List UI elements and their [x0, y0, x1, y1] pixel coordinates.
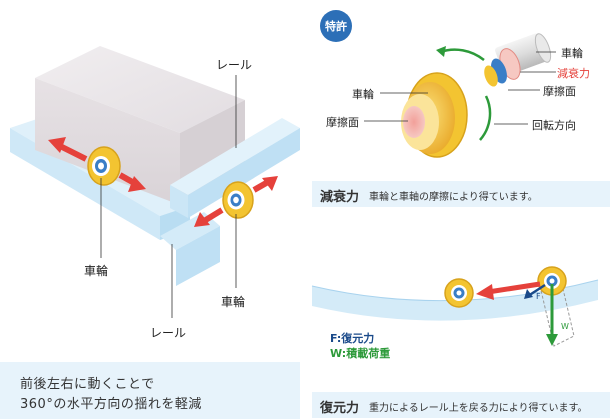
left-leader-lines	[100, 75, 237, 318]
legend-restoring-force: F:復元力	[330, 332, 375, 345]
rail-top-label: レール	[216, 58, 253, 72]
resting-wheel	[444, 278, 474, 308]
force-w-mark: W	[561, 322, 569, 331]
rail-front	[160, 118, 300, 286]
callout-rotation: 回転方向	[532, 119, 576, 132]
restoring-caption: 復元力 重力によるレール上を戻る力により得ています。	[312, 392, 610, 418]
friction-label: 摩擦面	[326, 116, 359, 129]
callout-friction: 摩擦面	[543, 85, 576, 98]
load-force-arrow	[546, 284, 558, 346]
top-right-leader-lines	[364, 51, 556, 125]
rail-bottom-label: レール	[150, 326, 187, 340]
large-wheel	[401, 72, 468, 158]
patent-badge: 特許	[320, 10, 352, 42]
rotation-arrows	[436, 46, 492, 141]
left-caption-line1: 前後左右に動くことで	[20, 377, 155, 392]
wheel-left-label: 車輪	[84, 264, 109, 278]
legend-load: W:積載荷重	[330, 347, 391, 360]
motion-arrows	[48, 137, 278, 227]
damping-caption: 減衰力 車輪と車軸の摩擦により得ています。	[312, 181, 610, 207]
damping-caption-title: 減衰力	[320, 190, 360, 205]
restoring-caption-desc: 重力によるレール上を戻る力により得ています。	[369, 403, 588, 414]
force-f-mark: F	[536, 292, 541, 301]
right-wheel	[222, 181, 254, 219]
damping-caption-desc: 車輪と車軸の摩擦により得ています。	[369, 192, 538, 203]
restoring-force-arrow	[476, 281, 546, 300]
wheel-label: 車輪	[352, 88, 374, 101]
callout-damping: 減衰力	[557, 67, 590, 80]
left-wheel	[87, 146, 121, 186]
left-caption-line2: 360°の水平方向の揺れを軽減	[20, 397, 202, 412]
displaced-wheel	[537, 266, 575, 347]
wheel-right-label: 車輪	[221, 295, 246, 309]
callout-wheel: 車輪	[561, 47, 583, 60]
left-caption: 前後左右に動くことで 360°の水平方向の揺れを軽減	[0, 362, 300, 419]
restoring-caption-title: 復元力	[320, 401, 360, 416]
axle-assembly	[484, 33, 552, 87]
